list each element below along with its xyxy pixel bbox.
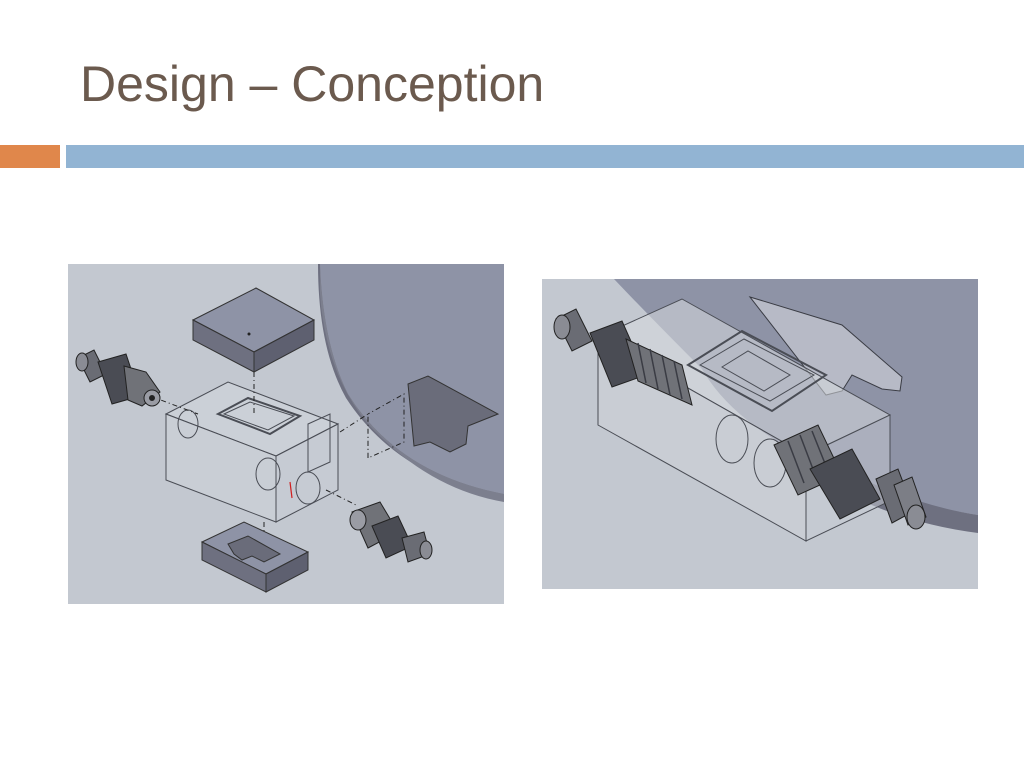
cad-exploded-assembly-icon — [68, 264, 504, 604]
exploded-assembly-figure — [68, 264, 504, 604]
slide-title: Design – Conception — [80, 56, 545, 112]
cad-assembled-view-icon — [542, 279, 978, 589]
assembled-view-figure — [542, 279, 978, 589]
orange-accent-bar — [0, 145, 60, 168]
blue-accent-bar — [66, 145, 1024, 168]
